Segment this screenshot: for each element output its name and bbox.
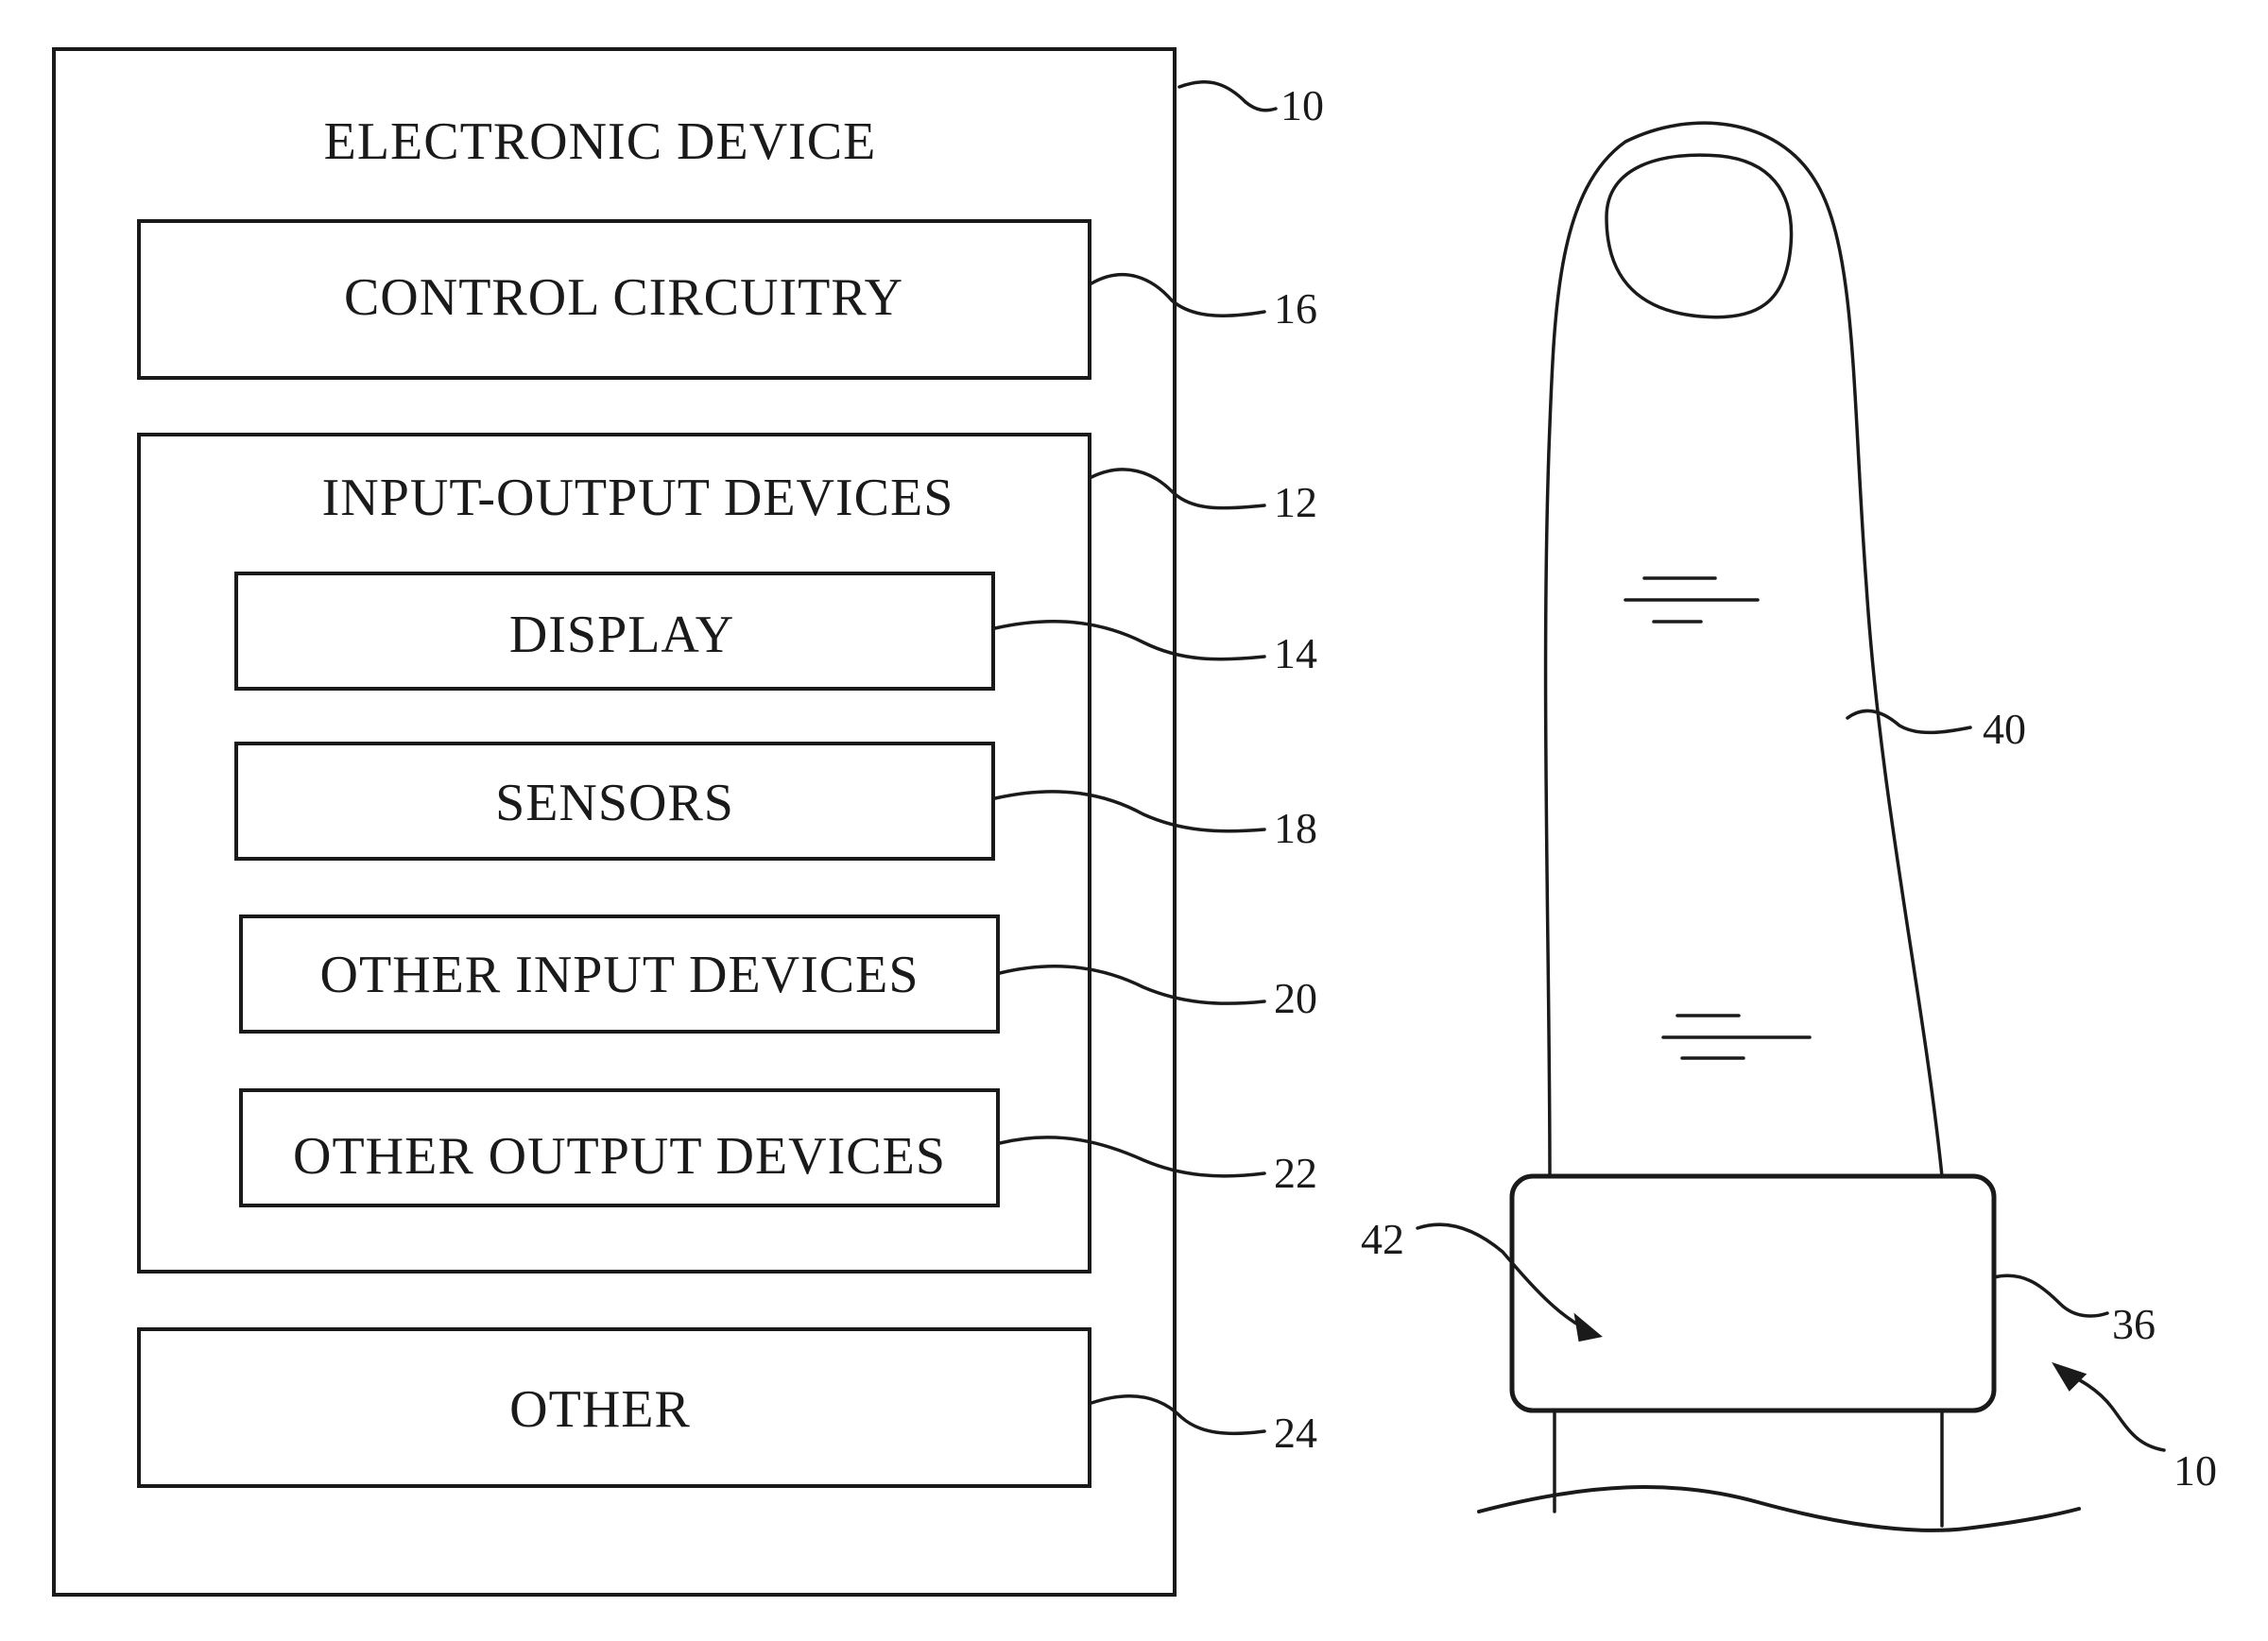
display-box xyxy=(234,572,995,691)
arrowhead-42 xyxy=(1573,1312,1603,1342)
other-input-devices-box xyxy=(239,915,1000,1034)
display-label: DISPLAY xyxy=(508,606,735,664)
ref-12: 12 xyxy=(1274,478,1317,526)
leader-22 xyxy=(998,1136,1266,1178)
ref-10-bottom: 10 xyxy=(2174,1446,2217,1495)
leader-40 xyxy=(1846,709,1972,735)
sensors-box xyxy=(234,742,995,861)
finger-outline xyxy=(1543,121,1944,1178)
ref-40: 40 xyxy=(1983,705,2026,753)
shading-lower xyxy=(1661,1014,1812,1060)
arrowhead-10 xyxy=(2052,1361,2088,1392)
other-box xyxy=(137,1327,1091,1488)
ring-device xyxy=(1509,1173,1997,1413)
shading-upper xyxy=(1624,576,1760,624)
sensors-label: SENSORS xyxy=(495,774,734,832)
other-output-devices-label: OTHER OUTPUT DEVICES xyxy=(293,1127,946,1186)
ref-42: 42 xyxy=(1361,1215,1404,1263)
leader-36 xyxy=(1992,1273,2109,1318)
ref-24: 24 xyxy=(1274,1409,1317,1457)
ref-10-top: 10 xyxy=(1280,81,1324,129)
fingernail xyxy=(1605,153,1794,319)
ref-14: 14 xyxy=(1274,629,1317,677)
leader-10 xyxy=(1177,80,1278,112)
hand-contour xyxy=(1477,1485,2081,1532)
io-devices-box xyxy=(137,433,1091,1273)
leader-14 xyxy=(993,620,1266,661)
ref-18: 18 xyxy=(1274,804,1317,852)
ref-22: 22 xyxy=(1274,1149,1317,1197)
leader-20 xyxy=(998,965,1266,1005)
control-circuitry-label: CONTROL CIRCUITRY xyxy=(343,268,904,327)
leader-12 xyxy=(1090,468,1266,510)
leader-42 xyxy=(1416,1222,1594,1334)
other-label: OTHER xyxy=(509,1380,691,1439)
electronic-device-title: ELECTRONIC DEVICE xyxy=(323,112,877,171)
other-input-devices-label: OTHER INPUT DEVICES xyxy=(319,946,919,1004)
ref-16: 16 xyxy=(1274,284,1317,333)
leader-18 xyxy=(993,790,1266,833)
electronic-device-box xyxy=(52,47,1177,1597)
control-circuitry-box xyxy=(137,219,1091,380)
other-output-devices-box xyxy=(239,1088,1000,1207)
ref-36: 36 xyxy=(2112,1300,2156,1348)
leader-16 xyxy=(1090,273,1266,317)
ref-20: 20 xyxy=(1274,974,1317,1022)
leader-24 xyxy=(1090,1394,1266,1436)
io-devices-label: INPUT-OUTPUT DEVICES xyxy=(321,469,954,527)
